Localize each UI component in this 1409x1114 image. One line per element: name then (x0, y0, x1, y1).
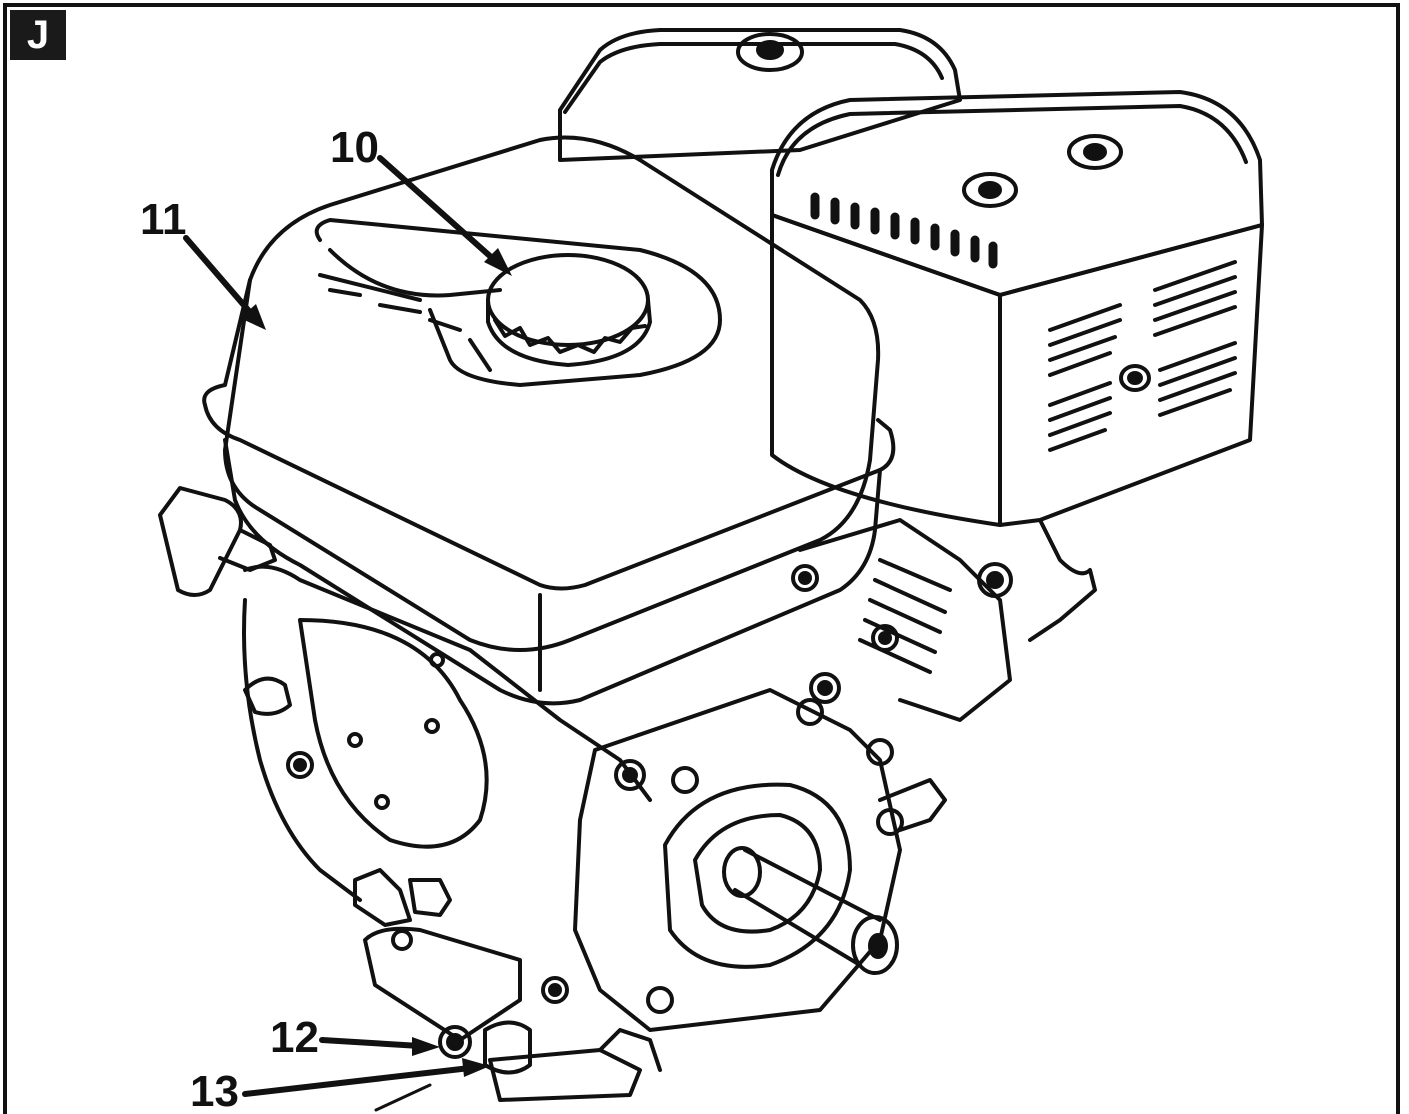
recoil-starter-handle (158, 486, 277, 597)
engine-base (353, 868, 662, 1102)
crankcase (242, 564, 652, 902)
callout-11: 11 (140, 195, 187, 244)
fuel-tank (202, 135, 896, 706)
callout-10: 10 (330, 123, 379, 172)
air-cleaner-housing (770, 90, 1264, 527)
oil-drain-bolt (438, 1025, 472, 1059)
callout-13: 13 (190, 1067, 239, 1114)
fuel-cap (486, 253, 652, 367)
diagram-frame (3, 3, 1400, 1114)
cylinder-head (791, 518, 1097, 722)
arrow-heads (240, 248, 512, 1077)
air-cleaner-rear (558, 28, 962, 162)
leader-lines (183, 155, 503, 1112)
panel-label: J (10, 10, 66, 60)
crankshaft (722, 846, 899, 975)
callout-12: 12 (270, 1013, 319, 1062)
oil-filler-plug (483, 1020, 532, 1075)
front-cover (541, 688, 947, 1032)
